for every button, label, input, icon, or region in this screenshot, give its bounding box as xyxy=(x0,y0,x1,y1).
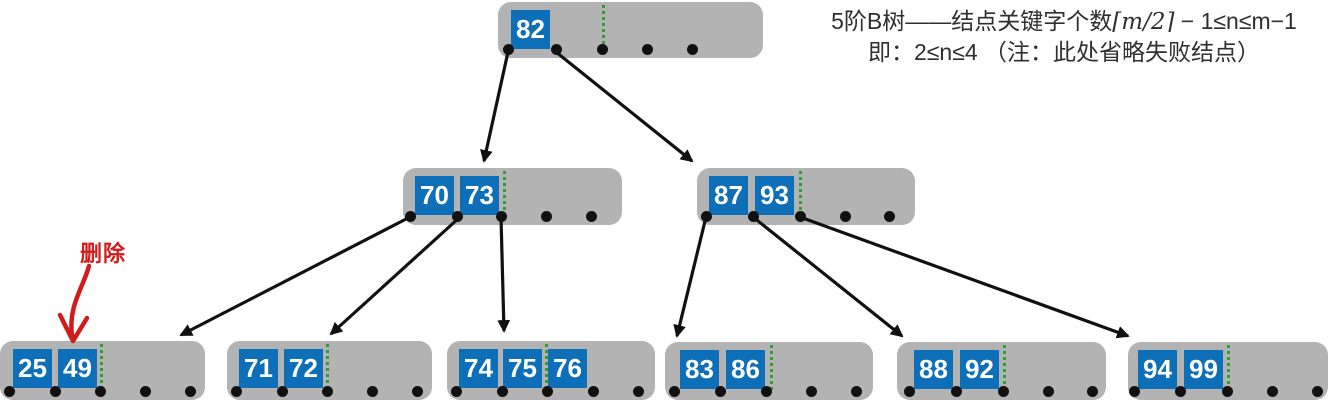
child-pointer-dot xyxy=(497,386,508,397)
child-pointer-dot xyxy=(904,386,915,397)
child-pointer-dot xyxy=(840,211,851,222)
key-cell-99: 99 xyxy=(1184,350,1223,389)
child-pointer-dot xyxy=(701,211,712,222)
child-pointer-dot xyxy=(586,211,597,222)
key-cell-93: 93 xyxy=(755,176,794,215)
annotation-line1-math: ⌈m/2⌉ xyxy=(1112,9,1175,35)
child-pointer-dot xyxy=(1175,386,1186,397)
child-pointer-dot xyxy=(503,44,514,55)
key-cell-76: 76 xyxy=(548,349,587,388)
child-pointer-dot xyxy=(806,386,817,397)
child-pointer-dot xyxy=(761,386,772,397)
min-keys-separator-line xyxy=(799,171,802,218)
child-pointer-dot xyxy=(1087,386,1098,397)
min-keys-separator-line xyxy=(1003,345,1006,393)
child-pointer-dot xyxy=(951,386,962,397)
child-pointer-dot xyxy=(597,44,608,55)
annotation-line1-suffix: − 1≤n≤m−1 xyxy=(1174,8,1297,34)
key-cell-74: 74 xyxy=(459,349,498,388)
child-pointer-dot xyxy=(687,44,698,55)
annotation-line1-prefix: 5阶B树——结点关键字个数 xyxy=(831,8,1113,34)
delete-label: 删除 xyxy=(80,241,127,266)
child-pointer-dot xyxy=(367,386,378,397)
min-keys-separator-line xyxy=(602,5,605,51)
min-keys-separator-line xyxy=(1227,345,1230,393)
child-pointer-dot xyxy=(322,386,333,397)
key-cell-75: 75 xyxy=(503,349,542,388)
key-cell-87: 87 xyxy=(709,176,748,215)
min-keys-separator-line xyxy=(770,345,773,393)
child-pointer-dot xyxy=(551,44,562,55)
child-pointer-dot xyxy=(185,386,196,397)
child-pointer-dot xyxy=(633,386,644,397)
child-pointer-dot xyxy=(1222,386,1233,397)
min-keys-separator-line xyxy=(326,344,329,393)
min-keys-separator-line xyxy=(100,344,103,393)
key-cell-86: 86 xyxy=(726,350,765,389)
annotation-line-2: 即：2≤n≤4 （注：此处省略失败结点） xyxy=(867,39,1260,65)
child-pointer-dot xyxy=(231,386,242,397)
child-pointer-dot xyxy=(588,386,599,397)
key-cell-25: 25 xyxy=(13,349,52,388)
key-cell-88: 88 xyxy=(914,350,953,389)
child-pointer-dot xyxy=(1129,386,1140,397)
child-pointer-dot xyxy=(542,386,553,397)
child-pointer-dot xyxy=(642,44,653,55)
child-pointer-dot xyxy=(412,386,423,397)
child-pointer-dot xyxy=(795,211,806,222)
key-cell-83: 83 xyxy=(680,350,719,389)
key-cell-70: 70 xyxy=(415,176,454,215)
key-cell-72: 72 xyxy=(284,349,323,388)
child-pointer-dot xyxy=(669,386,680,397)
child-pointer-dot xyxy=(277,386,288,397)
child-pointer-dot xyxy=(1312,386,1323,397)
child-pointer-dot xyxy=(4,386,15,397)
child-pointer-dot xyxy=(452,211,463,222)
child-pointer-dot xyxy=(748,211,759,222)
child-pointer-dot xyxy=(998,386,1009,397)
child-pointer-dot xyxy=(1267,386,1278,397)
child-pointer-dot xyxy=(451,386,462,397)
key-cell-82: 82 xyxy=(511,10,550,49)
min-keys-separator-line xyxy=(545,344,548,393)
child-pointer-dot xyxy=(851,386,862,397)
child-pointer-dot xyxy=(496,211,507,222)
child-pointer-dot xyxy=(140,386,151,397)
key-cell-49: 49 xyxy=(58,349,97,388)
min-keys-separator-line xyxy=(503,171,506,218)
key-cell-73: 73 xyxy=(460,176,499,215)
key-cell-92: 92 xyxy=(960,350,999,389)
child-pointer-dot xyxy=(1043,386,1054,397)
child-pointer-dot xyxy=(95,386,106,397)
child-pointer-dot xyxy=(715,386,726,397)
key-cell-71: 71 xyxy=(239,349,278,388)
key-cell-94: 94 xyxy=(1138,350,1177,389)
child-pointer-dot xyxy=(405,211,416,222)
child-pointer-dot xyxy=(541,211,552,222)
child-pointer-dot xyxy=(50,386,61,397)
tree-node-root-82: 82 xyxy=(498,2,763,58)
annotation-line-1: 5阶B树——结点关键字个数⌈m/2⌉ − 1≤n≤m−1 xyxy=(800,6,1328,37)
child-pointer-dot xyxy=(884,211,895,222)
annotation: 5阶B树——结点关键字个数⌈m/2⌉ − 1≤n≤m−1 即：2≤n≤4 （注：… xyxy=(800,6,1328,67)
